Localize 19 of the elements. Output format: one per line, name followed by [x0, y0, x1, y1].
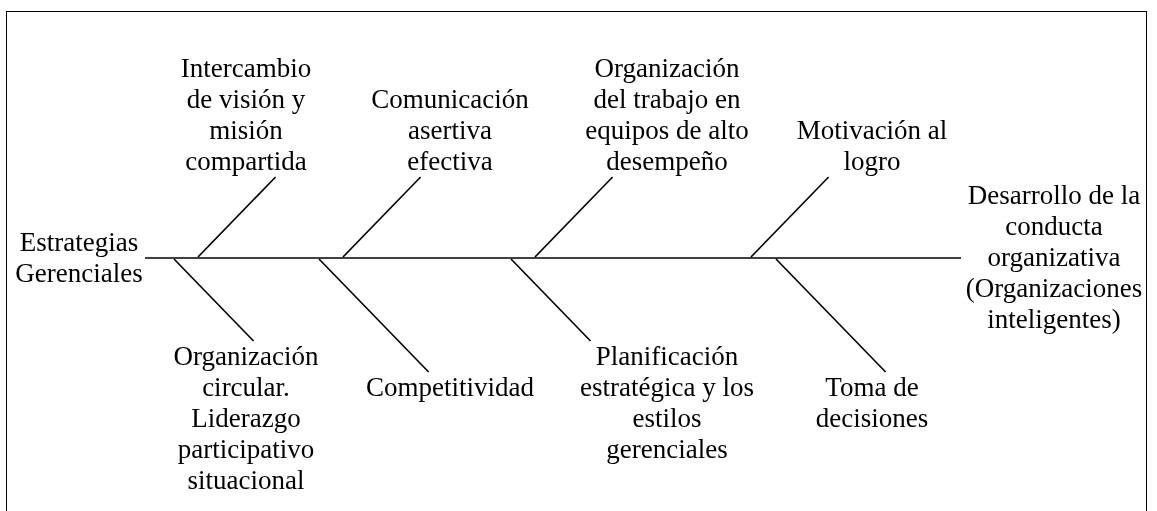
branch-line [173, 258, 255, 342]
branch-line [197, 176, 277, 258]
cause-label: Organización del trabajo en equipos de alto desempeño [582, 53, 752, 177]
branch-line [775, 258, 887, 373]
cause-label: Planificación estratégica y los estilos gerenciales [578, 341, 756, 465]
branch-line [534, 176, 614, 258]
branch-line [318, 258, 430, 373]
branch-line [342, 176, 422, 258]
cause-label: Intercambio de visión y misión compartida [177, 53, 315, 177]
head-label: Estrategias Gerenciales [13, 227, 145, 289]
branch-line [750, 176, 830, 258]
cause-label: Organización circular. Liderazgo participativo situacional [170, 341, 322, 496]
branch-line [510, 258, 592, 342]
effect-label: Desarrollo de la conducta organizativa (Organizaciones inteligentes) [961, 180, 1147, 335]
spine-line [144, 257, 962, 259]
cause-label: Motivación al logro [793, 115, 951, 177]
cause-label: Toma de decisiones [811, 372, 933, 434]
cause-label: Competitividad [363, 372, 537, 403]
cause-label: Comunicación asertiva efectiva [368, 84, 532, 177]
